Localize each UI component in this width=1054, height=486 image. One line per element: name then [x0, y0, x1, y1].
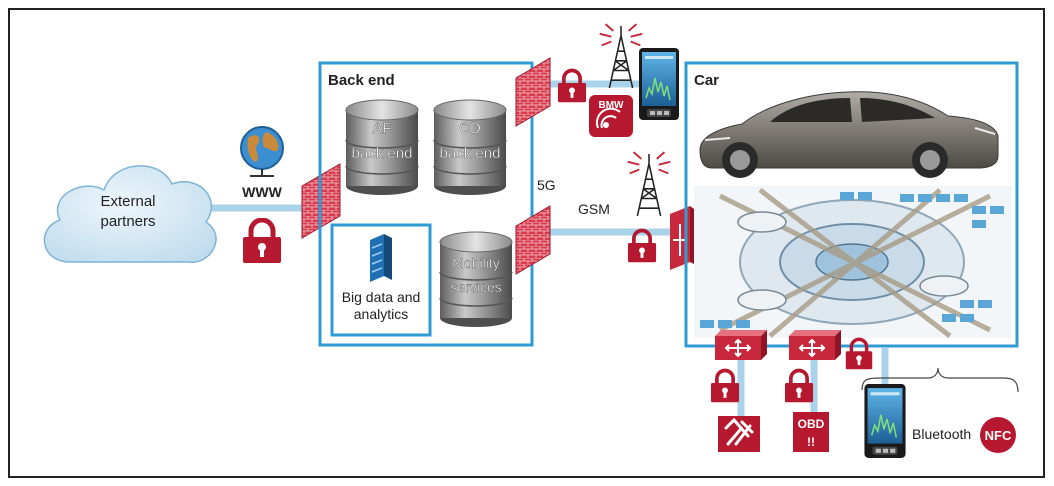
- af-backend-label-1: AF: [372, 120, 391, 137]
- nfc-badge: [980, 417, 1016, 453]
- in-car-network-diagram: [694, 186, 1012, 338]
- link-gsm-label: GSM: [578, 201, 610, 217]
- cd-backend-label-2: back end: [440, 145, 501, 162]
- obd-badge: [793, 412, 829, 452]
- lock-icon: [558, 70, 586, 102]
- bmw-remote-badge: [589, 95, 633, 137]
- www-label: WWW: [242, 184, 282, 200]
- firewall-icon: [515, 205, 551, 275]
- af-backend-label-2: back end: [352, 145, 413, 162]
- nfc-label: NFC: [985, 428, 1012, 443]
- obd-label-1: OBD: [798, 417, 825, 431]
- lock-icon: [785, 370, 813, 402]
- cell-tower-icon: [598, 23, 644, 89]
- bigdata-label-1: Big data and: [342, 289, 421, 305]
- mobility-label-2: services: [450, 279, 501, 295]
- bigdata-label-2: analytics: [354, 306, 408, 322]
- lock-icon: [711, 370, 739, 402]
- external-partners-label-2: partners: [100, 213, 155, 230]
- router-icon: [788, 330, 841, 360]
- cell-tower-icon: [626, 151, 672, 217]
- cd-backend-database-icon: [433, 99, 507, 195]
- smartphone-icon: [639, 48, 679, 120]
- globe-icon: [240, 126, 284, 177]
- mobility-services-database-icon: [439, 231, 513, 327]
- bluetooth-label: Bluetooth: [912, 426, 971, 442]
- server-rack-icon: [370, 234, 392, 282]
- bigdata-box: [330, 223, 432, 337]
- link-5g-label: 5G: [537, 177, 556, 193]
- router-icon: [714, 330, 767, 360]
- firewall-icon: [515, 57, 551, 127]
- bmw-badge-label: BMW: [599, 100, 625, 111]
- af-backend-database-icon: [345, 99, 419, 195]
- lock-icon: [843, 337, 875, 372]
- outer-frame: [8, 8, 1045, 478]
- external-partners-cloud: External partners: [43, 165, 217, 263]
- mobility-label-1: Mobility: [452, 255, 499, 271]
- smartphone-icon: [864, 384, 906, 458]
- obd-label-2: !!: [807, 435, 815, 449]
- external-partners-label-1: External: [100, 193, 155, 210]
- car-illustration: [699, 91, 999, 178]
- diagnostic-plug-icon: [718, 416, 760, 452]
- car-title: Car: [694, 72, 719, 89]
- backend-title: Back end: [328, 72, 395, 89]
- lock-icon: [243, 220, 281, 263]
- backend-box: [318, 61, 534, 347]
- cd-backend-label-1: CD: [459, 120, 481, 137]
- gateway-router-icon: [670, 206, 698, 270]
- brace-divider: [861, 367, 1019, 393]
